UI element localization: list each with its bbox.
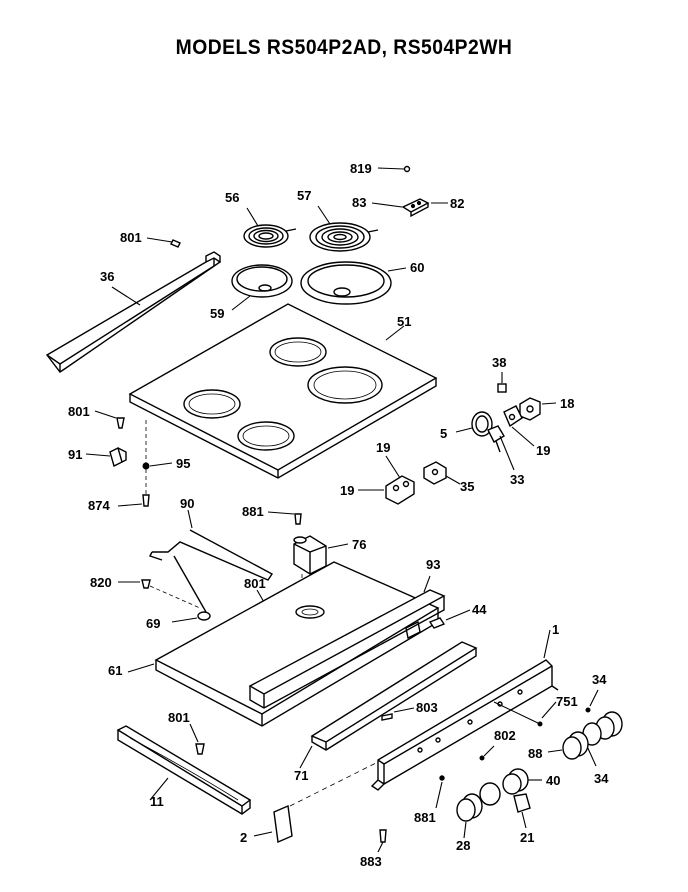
part-88-knob bbox=[547, 731, 589, 760]
part-874-screw bbox=[117, 494, 150, 507]
label-802: 802 bbox=[494, 728, 516, 743]
label-21: 21 bbox=[520, 830, 534, 845]
part-90-wire bbox=[149, 509, 274, 613]
label-83: 83 bbox=[352, 195, 366, 210]
part-801-screw-d bbox=[189, 723, 205, 755]
part-819-screw bbox=[377, 165, 411, 173]
label-93: 93 bbox=[426, 557, 440, 572]
label-19-b: 19 bbox=[376, 440, 390, 455]
label-51: 51 bbox=[397, 314, 411, 329]
part-19-switch-b bbox=[358, 455, 415, 505]
label-76: 76 bbox=[352, 537, 366, 552]
label-18: 18 bbox=[560, 396, 574, 411]
label-820: 820 bbox=[90, 575, 112, 590]
part-751-wire bbox=[493, 701, 557, 727]
label-801-b: 801 bbox=[68, 404, 90, 419]
part-5-switch bbox=[455, 411, 505, 453]
label-44: 44 bbox=[472, 602, 487, 617]
label-803: 803 bbox=[416, 700, 438, 715]
label-60: 60 bbox=[410, 260, 424, 275]
label-36: 36 bbox=[100, 269, 114, 284]
label-90: 90 bbox=[180, 496, 194, 511]
label-801-a: 801 bbox=[120, 230, 142, 245]
part-36-rail bbox=[45, 251, 222, 373]
label-40: 40 bbox=[546, 773, 560, 788]
label-5: 5 bbox=[440, 426, 447, 441]
label-56: 56 bbox=[225, 190, 239, 205]
label-801-c: 801 bbox=[244, 576, 266, 591]
part-803-screw bbox=[381, 707, 415, 721]
label-19-c: 19 bbox=[340, 483, 354, 498]
label-82: 82 bbox=[450, 196, 464, 211]
part-93-vent-bar bbox=[248, 575, 446, 709]
label-91: 91 bbox=[68, 447, 82, 462]
callout-labels: 819 56 57 83 82 801 36 60 59 51 38 18 5 … bbox=[68, 161, 609, 869]
part-881-screw bbox=[267, 511, 302, 525]
part-40-knob bbox=[502, 768, 542, 795]
label-35: 35 bbox=[460, 479, 474, 494]
part-59-small-drip-pan bbox=[231, 264, 293, 311]
part-51-cooktop bbox=[128, 303, 438, 500]
label-57: 57 bbox=[297, 188, 311, 203]
part-56-small-surface-element bbox=[243, 207, 297, 248]
label-59: 59 bbox=[210, 306, 224, 321]
label-38: 38 bbox=[492, 355, 506, 370]
part-21-knob bbox=[513, 793, 531, 829]
part-881-screw-lower bbox=[435, 775, 445, 809]
part-19-switch-a bbox=[503, 405, 535, 447]
label-71: 71 bbox=[294, 768, 308, 783]
label-883: 883 bbox=[360, 854, 382, 869]
label-19-a: 19 bbox=[536, 443, 550, 458]
label-28: 28 bbox=[456, 838, 470, 853]
label-874: 874 bbox=[88, 498, 110, 513]
label-34-b: 34 bbox=[594, 771, 609, 786]
part-820-screw bbox=[118, 579, 201, 609]
part-71-front-trim bbox=[299, 641, 478, 769]
label-2: 2 bbox=[240, 830, 247, 845]
part-802-screw bbox=[479, 745, 495, 761]
label-34-a: 34 bbox=[592, 672, 607, 687]
part-44-clip bbox=[428, 609, 471, 629]
part-61-oven-body bbox=[127, 561, 440, 727]
label-95: 95 bbox=[176, 456, 190, 471]
label-61: 61 bbox=[108, 663, 122, 678]
label-881-b: 881 bbox=[414, 810, 436, 825]
label-69: 69 bbox=[146, 616, 160, 631]
part-2-bracket bbox=[253, 761, 379, 844]
part-60-large-drip-pan bbox=[300, 261, 407, 305]
label-88: 88 bbox=[528, 746, 542, 761]
label-819: 819 bbox=[350, 161, 372, 176]
part-69-clip bbox=[171, 611, 211, 623]
part-91-bracket bbox=[85, 446, 127, 468]
label-881: 881 bbox=[242, 504, 264, 519]
label-11: 11 bbox=[150, 794, 164, 809]
label-33: 33 bbox=[510, 472, 524, 487]
part-801-screw-b bbox=[94, 410, 125, 429]
part-18-switch bbox=[519, 397, 557, 421]
part-883-screw bbox=[377, 829, 387, 853]
part-35-switch bbox=[423, 461, 461, 485]
part-801-screw-a bbox=[146, 237, 181, 248]
part-11-lower-trim bbox=[116, 725, 252, 815]
part-1-control-panel bbox=[370, 629, 559, 791]
label-1: 1 bbox=[552, 622, 559, 637]
label-801-d: 801 bbox=[168, 710, 190, 725]
part-57-large-surface-element bbox=[309, 205, 379, 252]
part-38-clip bbox=[497, 372, 507, 393]
diagram-title: MODELS RS504P2AD, RS504P2WH bbox=[175, 36, 513, 59]
label-751: 751 bbox=[556, 694, 578, 709]
part-28-knob bbox=[456, 782, 501, 839]
part-33-wire bbox=[499, 435, 515, 471]
part-95-nut bbox=[142, 462, 173, 470]
part-82-terminal-block bbox=[371, 198, 448, 218]
